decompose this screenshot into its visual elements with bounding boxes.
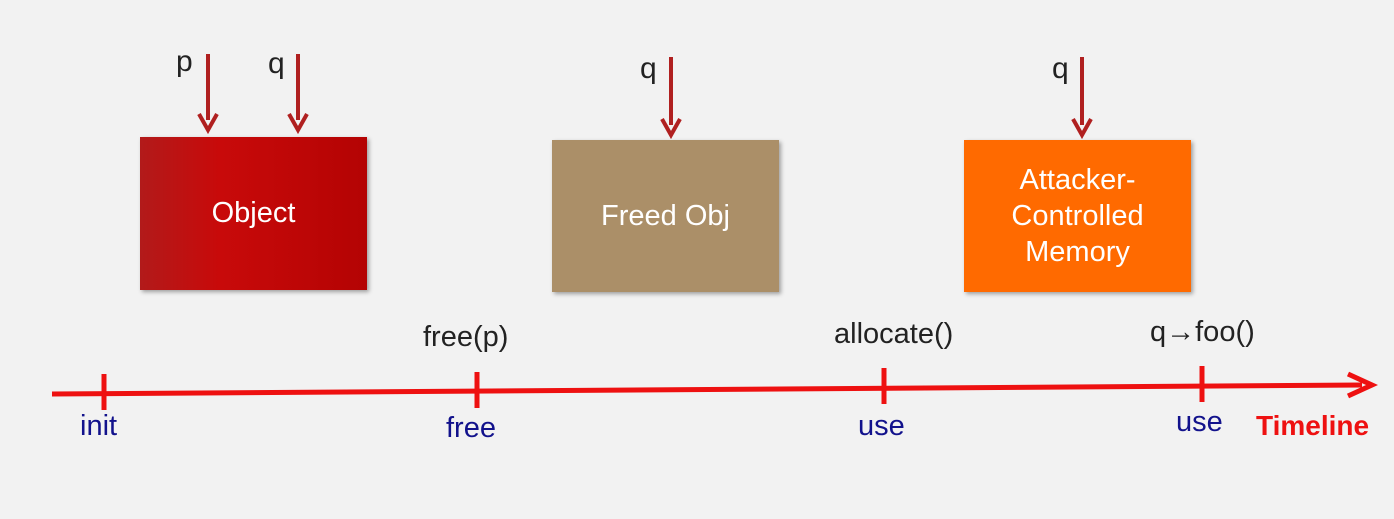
attacker-memory-box-label: Attacker- Controlled Memory: [1011, 163, 1144, 269]
attacker-memory-box: Attacker- Controlled Memory: [964, 140, 1191, 292]
event-label-free: free(p): [423, 321, 509, 353]
phase-label-free: free: [446, 412, 496, 444]
phase-label-init: init: [80, 410, 118, 442]
event-label-deref: q→foo(): [1150, 316, 1255, 348]
pointer-label-q-attacker: q: [1052, 52, 1069, 85]
pointer-arrow-p-object: [197, 54, 219, 135]
timeline-axis: [51, 371, 1379, 399]
pointer-label-q-freed: q: [640, 52, 657, 85]
phase-label-use-1: use: [858, 410, 905, 442]
event-label-allocate: allocate(): [834, 318, 954, 350]
object-box: Object: [140, 137, 367, 290]
pointer-label-p: p: [176, 45, 193, 78]
timeline-title: Timeline: [1256, 410, 1370, 441]
pointer-arrow-q-freed: [660, 57, 682, 140]
phase-label-use-2: use: [1176, 406, 1223, 438]
freed-object-box: Freed Obj: [552, 140, 779, 292]
freed-object-box-label: Freed Obj: [601, 199, 730, 232]
pointer-arrow-q-object: [287, 54, 309, 135]
pointer-arrow-q-attacker: [1071, 57, 1093, 140]
object-box-label: Object: [211, 197, 296, 230]
pointer-label-q-object: q: [268, 47, 285, 80]
